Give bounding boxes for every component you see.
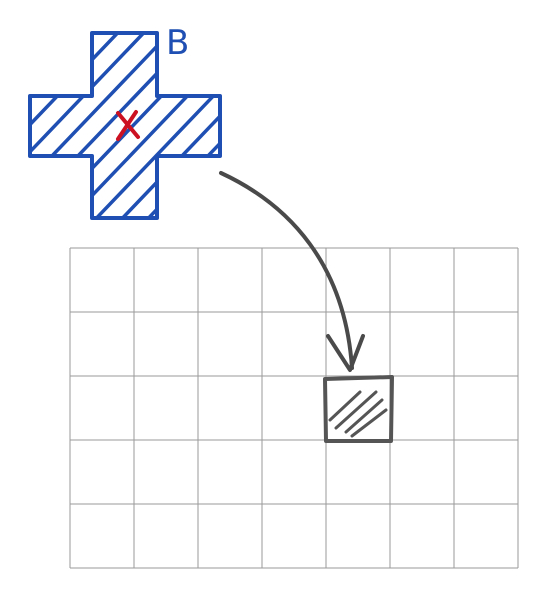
hatch-stroke <box>30 33 184 218</box>
hatch-stroke <box>64 33 220 218</box>
hatch-stroke <box>116 33 220 218</box>
hatch-stroke <box>0 20 26 250</box>
placement-grid <box>69 247 519 569</box>
plus-piece <box>0 20 468 250</box>
target-cell-hatching <box>328 390 388 438</box>
hatch-stroke <box>30 33 80 218</box>
hatch-stroke <box>248 20 468 250</box>
target-cell-outline <box>323 375 394 443</box>
hatch-stroke <box>90 33 220 218</box>
arrow-head <box>326 334 365 372</box>
arrow-shaft <box>219 171 354 370</box>
hatch-stroke <box>344 398 384 434</box>
hatch-stroke <box>30 33 106 218</box>
hatch-stroke <box>194 33 220 218</box>
plus-piece-outline <box>28 31 222 220</box>
hatch-stroke <box>350 408 388 438</box>
plus-piece-hatching <box>0 20 468 250</box>
hatch-stroke <box>334 390 378 430</box>
hatch-stroke <box>328 390 362 422</box>
hatch-stroke <box>30 33 158 218</box>
x-mark-icon <box>116 110 140 141</box>
piece-label: B <box>166 23 189 63</box>
hatch-stroke <box>222 20 442 250</box>
target-cell <box>323 375 394 443</box>
hatch-stroke <box>30 33 132 218</box>
move-arrow <box>219 171 365 372</box>
